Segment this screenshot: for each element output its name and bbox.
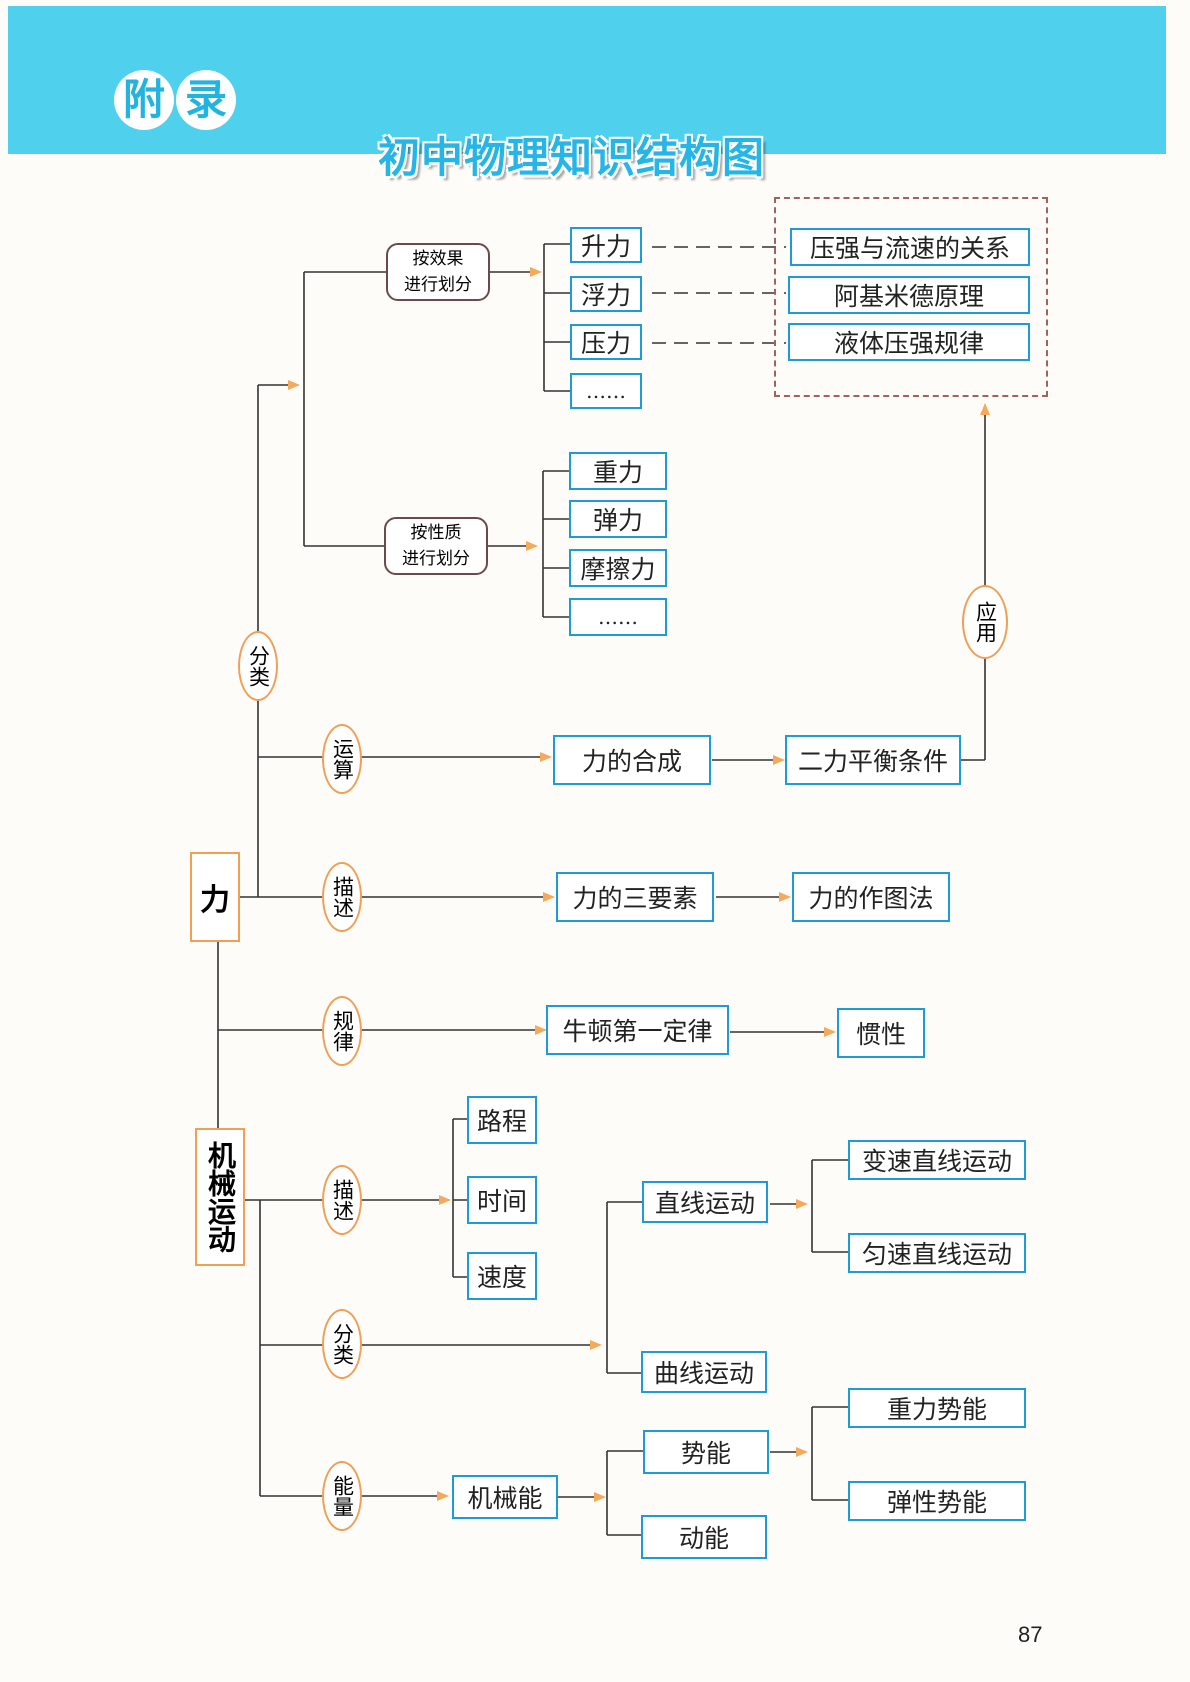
page-title: 初中物理知识结构图 bbox=[378, 133, 766, 182]
criteria-line: 按性质 bbox=[410, 523, 462, 543]
relation-motion-energy: 能量 bbox=[322, 1461, 362, 1531]
criteria-line: 进行划分 bbox=[402, 549, 470, 569]
two-force-balance: 二力平衡条件 bbox=[785, 735, 961, 785]
variable-linear-motion: 变速直线运动 bbox=[848, 1140, 1026, 1180]
force-composition: 力的合成 bbox=[553, 735, 711, 785]
relation-motion-describe: 描述 bbox=[322, 1165, 362, 1235]
criteria-by-effect: 按效果 进行划分 bbox=[386, 243, 490, 301]
force-type-gravity: 重力 bbox=[569, 452, 667, 490]
force-type-pressure: 压力 bbox=[570, 324, 642, 360]
gravitational-potential-energy: 重力势能 bbox=[848, 1388, 1026, 1428]
appendix-char: 录 bbox=[176, 70, 236, 130]
newtons-first-law: 牛顿第一定律 bbox=[546, 1005, 729, 1055]
force-type-buoyancy: 浮力 bbox=[570, 276, 642, 312]
application-archimedes: 阿基米德原理 bbox=[788, 276, 1030, 314]
force-type-more: …… bbox=[569, 598, 667, 636]
root-mechanical-motion: 机械运动 bbox=[195, 1128, 245, 1266]
relation-apply: 应用 bbox=[962, 585, 1008, 659]
quantity-speed: 速度 bbox=[467, 1252, 537, 1300]
curved-motion: 曲线运动 bbox=[641, 1351, 767, 1393]
force-type-elastic: 弹力 bbox=[569, 500, 667, 538]
elastic-potential-energy: 弹性势能 bbox=[848, 1481, 1026, 1521]
uniform-linear-motion: 匀速直线运动 bbox=[848, 1233, 1026, 1273]
criteria-line: 按效果 bbox=[412, 249, 464, 269]
criteria-by-nature: 按性质 进行划分 bbox=[384, 517, 488, 575]
application-pressure-flow: 压强与流速的关系 bbox=[790, 228, 1030, 266]
inertia: 惯性 bbox=[837, 1008, 925, 1058]
page-number: 87 bbox=[1018, 1622, 1043, 1647]
force-type-friction: 摩擦力 bbox=[569, 549, 667, 587]
force-type-more: …… bbox=[570, 373, 642, 409]
appendix-char: 附 bbox=[114, 70, 174, 130]
application-liquid-pressure: 液体压强规律 bbox=[788, 323, 1030, 361]
root-force: 力 bbox=[190, 852, 240, 942]
three-elements-of-force: 力的三要素 bbox=[556, 872, 714, 922]
linear-motion: 直线运动 bbox=[642, 1181, 768, 1223]
relation-force-classify: 分类 bbox=[238, 631, 278, 701]
relation-force-law: 规律 bbox=[322, 996, 362, 1066]
criteria-line: 进行划分 bbox=[404, 275, 472, 295]
force-diagram-method: 力的作图法 bbox=[792, 872, 950, 922]
relation-force-operation: 运算 bbox=[322, 724, 362, 794]
quantity-time: 时间 bbox=[467, 1176, 537, 1224]
applications-group bbox=[774, 197, 1048, 397]
potential-energy: 势能 bbox=[643, 1430, 769, 1474]
kinetic-energy: 动能 bbox=[641, 1515, 767, 1559]
relation-force-describe: 描述 bbox=[322, 862, 362, 932]
mechanical-energy: 机械能 bbox=[452, 1475, 558, 1519]
appendix-badge: 附 录 bbox=[114, 70, 236, 130]
force-type-lift: 升力 bbox=[570, 227, 642, 263]
quantity-distance: 路程 bbox=[467, 1096, 537, 1144]
relation-motion-classify: 分类 bbox=[322, 1309, 362, 1379]
